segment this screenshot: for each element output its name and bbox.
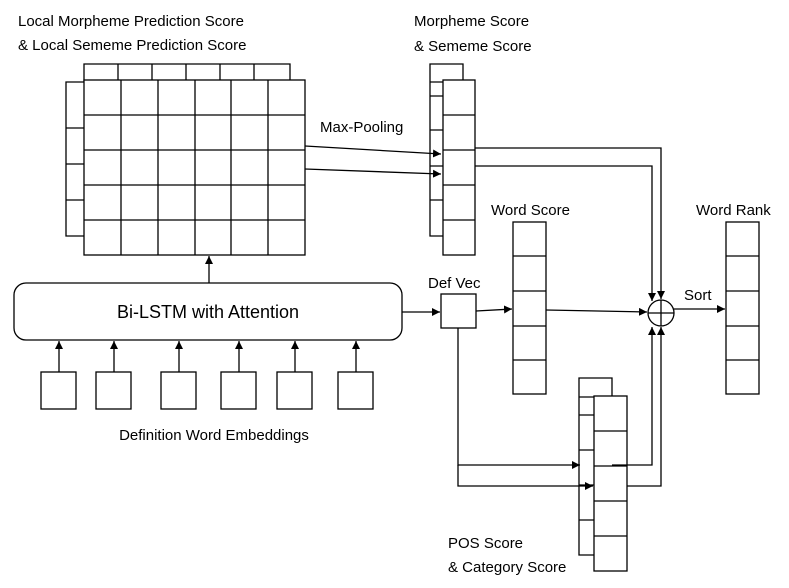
word-rank-label: Word Rank xyxy=(696,202,771,219)
morpheme-sememe-score-vectors xyxy=(429,63,476,256)
pos-vector-front xyxy=(593,395,628,572)
local-score-matrix xyxy=(65,63,306,256)
local-scores-title-line2: & Local Sememe Prediction Score xyxy=(18,37,246,54)
sum-node-plus xyxy=(648,300,674,326)
arrow-word-score-to-sum xyxy=(545,307,648,316)
arrow-max-pooling-upper xyxy=(304,145,442,158)
sum-node xyxy=(647,299,675,327)
bilstm-label: Bi-LSTM with Attention xyxy=(117,302,299,322)
word-score-vector xyxy=(512,221,547,395)
pos-vector-back xyxy=(578,377,613,556)
local-scores-title-line1: Local Morpheme Prediction Score xyxy=(18,13,244,30)
definition-embeddings-label: Definition Word Embeddings xyxy=(119,427,309,444)
pos-vector-cells xyxy=(594,430,627,537)
local-matrix-back-layer-left xyxy=(65,81,84,237)
embedding-box xyxy=(40,371,77,410)
morpheme-vector-back xyxy=(429,63,464,237)
morpheme-score-title-line2: & Sememe Score xyxy=(414,38,532,55)
arrow-def-vec-to-category xyxy=(457,465,593,490)
max-pooling-label: Max-Pooling xyxy=(320,119,403,136)
definition-embedding-boxes xyxy=(40,371,374,410)
embedding-box xyxy=(220,371,257,410)
arrow-morpheme-to-sum xyxy=(475,147,665,299)
connections xyxy=(55,145,725,490)
labels: Local Morpheme Prediction Score & Local … xyxy=(18,13,771,576)
morpheme-vector-front xyxy=(442,79,476,256)
word-score-label: Word Score xyxy=(491,202,570,219)
embedding-box xyxy=(95,371,132,410)
local-matrix-grid-lines xyxy=(84,80,305,255)
embedding-box xyxy=(337,371,374,410)
word-score-vector-cells xyxy=(513,255,546,361)
word-rank-vector-box xyxy=(725,221,760,395)
arrow-def-vec-to-word-score xyxy=(475,305,513,314)
def-vec-label: Def Vec xyxy=(428,275,481,292)
embedding-box xyxy=(276,371,313,410)
def-vec-box xyxy=(440,293,477,329)
word-rank-vector-cells xyxy=(726,255,759,361)
pos-score-label-line1: POS Score xyxy=(448,535,523,552)
arrow-sememe-to-sum xyxy=(475,165,656,301)
arrow-pos-to-sum xyxy=(612,327,656,466)
arrow-category-to-sum xyxy=(627,327,665,487)
sort-label: Sort xyxy=(684,287,712,304)
morpheme-score-title-line1: Morpheme Score xyxy=(414,13,529,30)
word-score-vector-box xyxy=(512,221,547,395)
word-rank-vector xyxy=(725,221,760,395)
pos-category-score-vectors xyxy=(578,377,628,572)
local-matrix-back-layer-top xyxy=(83,63,291,82)
morpheme-vector-cells xyxy=(443,114,475,221)
embedding-box xyxy=(160,371,197,410)
arrow-max-pooling-lower xyxy=(304,168,442,178)
pos-score-label-line2: & Category Score xyxy=(448,559,566,576)
